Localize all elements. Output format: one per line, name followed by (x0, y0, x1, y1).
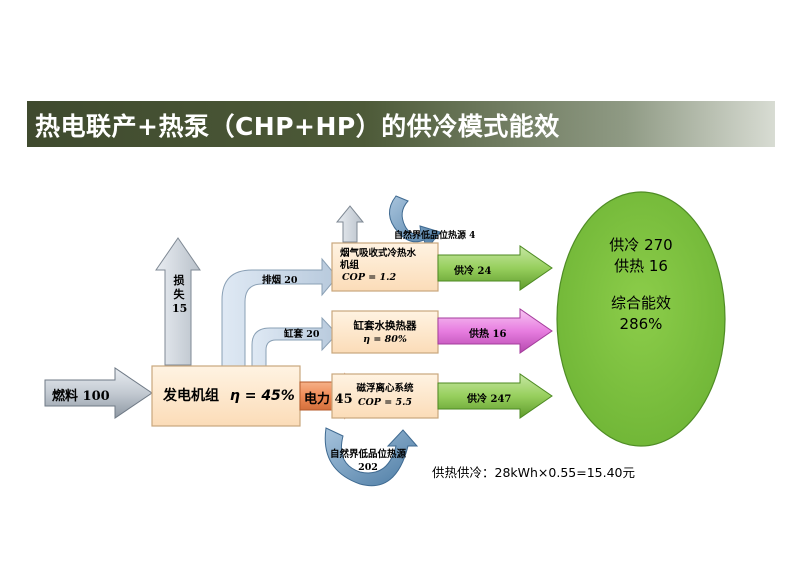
jacket-hx-line1: 缸套水换热器 (353, 320, 417, 332)
summary-text: 供冷 270 供热 16 综合能效 286% (571, 235, 711, 335)
absorber-box (331, 242, 439, 292)
ambient-top-label: 自然界低品位热源 4 (394, 231, 476, 241)
cost-note: 供热供冷：28kWh×0.55=15.40元 (432, 465, 635, 480)
generator-name: 发电机组 (163, 388, 219, 404)
summary-eff-value: 286% (619, 315, 663, 333)
generator-eta: η = 45% (229, 388, 295, 404)
absorber-line2: 机组 (340, 260, 360, 271)
loss-label-2: 失 (173, 288, 185, 301)
generator-label: 发电机组 η = 45% (163, 385, 295, 405)
generator-box (151, 365, 301, 427)
cool-output-label-1: 供冷 24 (454, 266, 492, 277)
loss-arrow (155, 237, 201, 366)
ambient-bottom-arrow (324, 427, 419, 487)
ambient-bottom-label: 自然界低品位热源 202 (322, 448, 414, 474)
loss-value: 15 (172, 302, 188, 315)
ambient-bottom-line1: 自然界低品位热源 (329, 449, 406, 460)
fuel-label: 燃料 100 (52, 389, 110, 404)
absorber-up-arrow (335, 205, 365, 243)
ambient-bottom-line2: 202 (358, 462, 378, 473)
centrifugal-cop: COP = 5.5 (357, 397, 413, 408)
centrifugal-text: 磁浮离心系统 COP = 5.5 (334, 382, 436, 410)
jacket-hx-eta: η = 80% (363, 334, 407, 345)
exhaust-label: 排烟 20 (262, 275, 298, 286)
absorber-line1: 烟气吸收式冷热水 (340, 248, 417, 259)
summary-eff-label: 综合能效 (610, 294, 671, 312)
cool-output-arrow-2 (437, 373, 553, 419)
jacket-label: 缸套 20 (284, 329, 320, 340)
centrifugal-line1: 磁浮离心系统 (356, 383, 414, 394)
fuel-arrow (44, 367, 153, 419)
centrifugal-box (331, 373, 439, 419)
summary-heat: 供热 16 (614, 257, 668, 275)
summary-cool: 供冷 270 (609, 236, 673, 254)
title-bar: 热电联产+热泵（CHP+HP）的供冷模式能效 (27, 101, 775, 147)
cool-output-label-2: 供冷 247 (467, 394, 512, 405)
heat-output-arrow (437, 308, 553, 354)
absorber-text: 烟气吸收式冷热水 机组 COP = 1.2 (334, 248, 436, 284)
jacket-hx-box (331, 310, 439, 354)
summary-ellipse (556, 191, 726, 447)
loss-label: 损 失 15 (172, 274, 188, 316)
jacket-arrow (251, 316, 338, 368)
absorber-cop: COP = 1.2 (342, 272, 397, 283)
page-title: 热电联产+热泵（CHP+HP）的供冷模式能效 (35, 112, 560, 141)
loss-label-1: 损 (173, 274, 185, 287)
cool-output-arrow-1 (437, 245, 553, 291)
ambient-top-arrow (389, 195, 441, 251)
exhaust-arrow (221, 257, 338, 368)
jacket-hx-text: 缸套水换热器 η = 80% (334, 319, 436, 347)
power-label: 电力 45 (304, 392, 353, 407)
heat-output-label: 供热 16 (469, 329, 507, 340)
